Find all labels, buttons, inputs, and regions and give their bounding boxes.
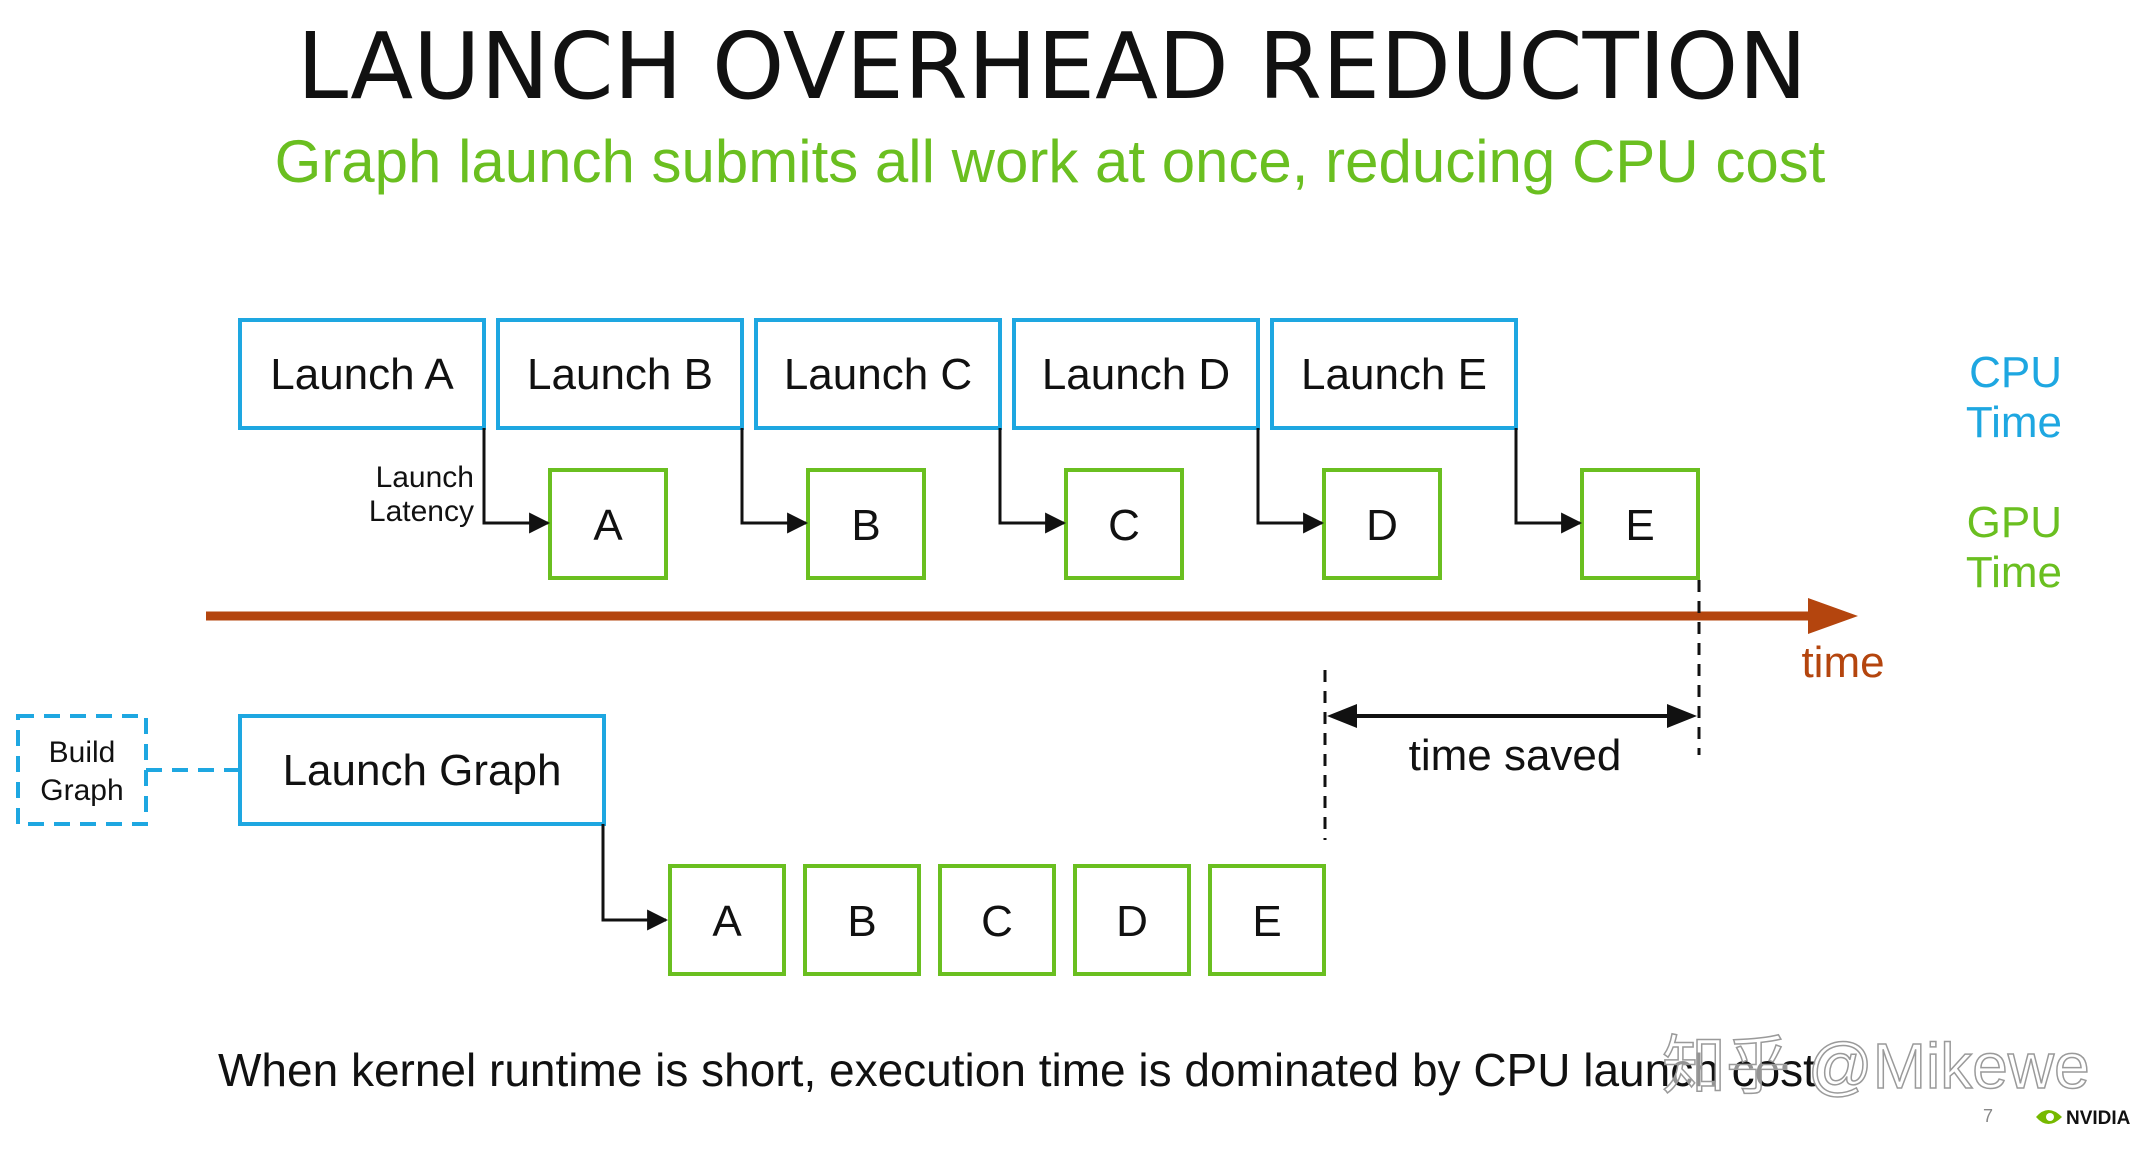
launch-latency-connector-4 (1514, 428, 1583, 534)
launch-latency-connector-3 (1256, 428, 1325, 534)
cpu-launch-box-3 (1012, 318, 1260, 430)
gpu-kernel-label-3: D (1366, 501, 1398, 550)
page-subtitle: Graph launch submits all work at once, r… (275, 128, 1826, 195)
launch-graph-box (238, 714, 606, 826)
graph-kernel-box-2 (938, 864, 1056, 976)
cpu-launch-label-2: Launch C (784, 350, 972, 399)
page-number: 7 (1983, 1106, 1993, 1126)
gpu-kernel-label-0: A (593, 501, 623, 550)
graph-kernel-row: A B C D E (668, 864, 1326, 976)
page-title: LAUNCH OVERHEAD REDUCTION (297, 13, 1807, 120)
gpu-time-label-line2: Time (1966, 548, 2062, 597)
graph-kernel-label-3: D (1116, 897, 1148, 946)
time-saved-label: time saved (1409, 731, 1622, 780)
graph-kernel-label-2: C (981, 897, 1013, 946)
time-saved-arrowhead-left (1327, 704, 1357, 728)
time-saved-arrowhead-right (1667, 704, 1697, 728)
graph-kernel-box-3 (1073, 864, 1191, 976)
time-axis-arrowhead (1808, 598, 1858, 634)
nvidia-logo: NVIDIA (2036, 1108, 2131, 1129)
cpu-launch-box-1 (496, 318, 744, 430)
launch-graph-label: Launch Graph (283, 746, 562, 795)
cpu-launch-box-0 (238, 318, 486, 430)
gpu-kernel-label-2: C (1108, 501, 1140, 550)
time-axis-label: time (1801, 638, 1884, 687)
launch-latency-connector-0 (482, 428, 551, 534)
graph-kernel-label-4: E (1252, 897, 1281, 946)
cpu-launch-label-1: Launch B (527, 350, 713, 399)
cpu-launch-label-3: Launch D (1042, 350, 1230, 399)
launch-latency-label-line2: Latency (369, 495, 474, 528)
cpu-time-label: CPU (1969, 348, 2062, 397)
caption-text: When kernel runtime is short, execution … (218, 1044, 1816, 1096)
cpu-launch-box-2 (754, 318, 1002, 430)
gpu-time-label: GPU (1967, 498, 2062, 547)
launch-connectors (482, 428, 1583, 534)
gpu-kernel-label-4: E (1625, 501, 1654, 550)
watermark-text: 知乎 @Mikewe (1662, 1030, 2090, 1102)
cpu-time-label-line2: Time (1966, 398, 2062, 447)
build-graph-label: Build (49, 736, 116, 769)
graph-kernel-label-1: B (847, 897, 876, 946)
build-graph-box (16, 714, 148, 826)
gpu-kernel-box-4 (1580, 468, 1700, 580)
graph-kernel-box-0 (668, 864, 786, 976)
gpu-kernel-box-2 (1064, 468, 1184, 580)
graph-kernel-label-0: A (712, 897, 742, 946)
launch-latency-label: Launch (376, 461, 474, 494)
launch-latency-connector-2 (998, 428, 1067, 534)
graph-kernel-box-1 (803, 864, 921, 976)
cpu-launch-row: Launch A Launch B Launch C Launch D Launch E (238, 318, 1518, 430)
build-graph-label-line2: Graph (40, 774, 123, 807)
gpu-kernel-label-1: B (851, 501, 880, 550)
cpu-launch-box-4 (1270, 318, 1518, 430)
nvidia-logo-text: NVIDIA (2066, 1108, 2131, 1129)
graph-kernel-box-4 (1208, 864, 1326, 976)
gpu-kernel-box-1 (806, 468, 926, 580)
launch-latency-connector-1 (740, 428, 809, 534)
graph-launch-connector (601, 824, 669, 931)
cpu-launch-label-4: Launch E (1301, 350, 1487, 399)
cpu-launch-label-0: Launch A (270, 350, 454, 399)
